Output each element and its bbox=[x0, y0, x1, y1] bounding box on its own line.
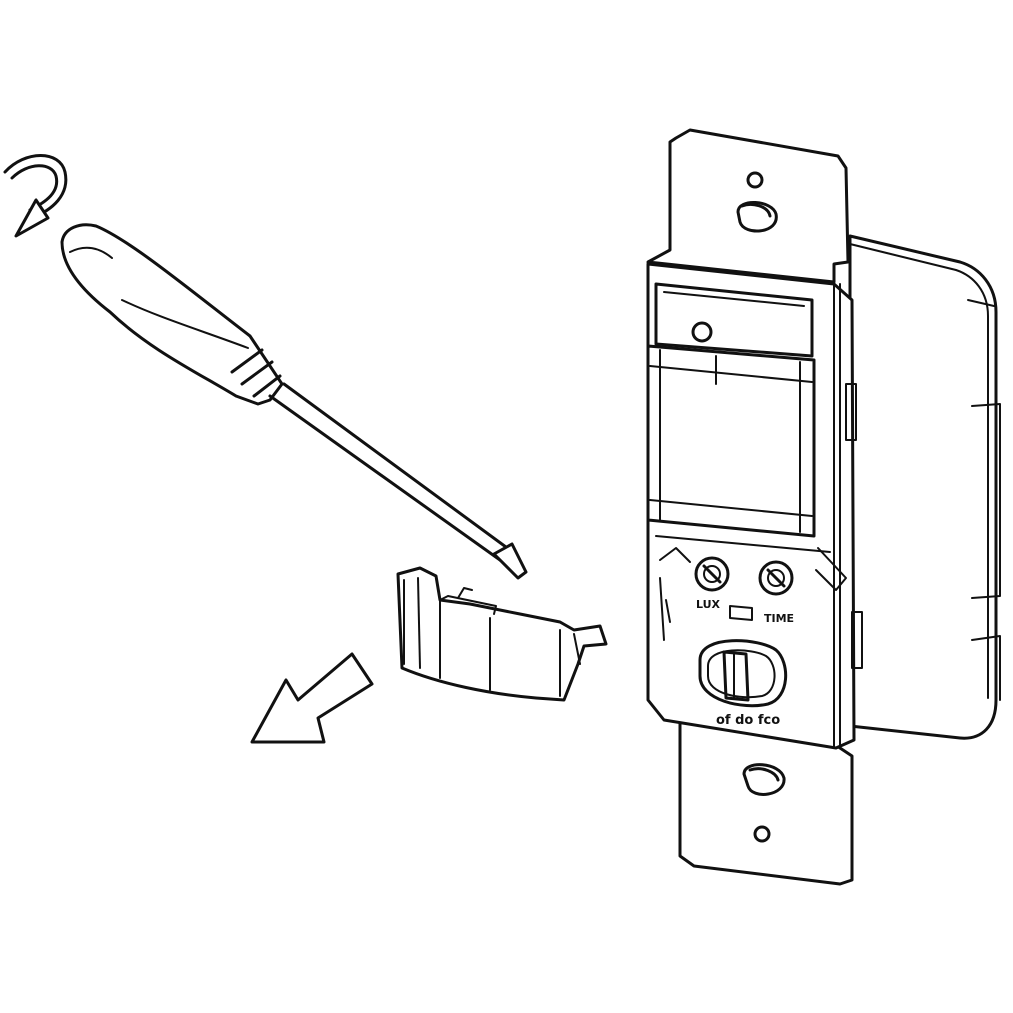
time-label: TIME bbox=[764, 612, 794, 625]
pull-out-arrow-icon bbox=[250, 652, 374, 744]
motion-sensor-switch-icon: LUX TIME of do fco bbox=[646, 128, 1001, 886]
rotation-arrow-icon bbox=[3, 154, 68, 238]
screwdriver-icon bbox=[60, 223, 528, 580]
mode-label: of do fco bbox=[716, 713, 780, 728]
removed-cover-icon bbox=[396, 566, 608, 702]
lux-label: LUX bbox=[696, 598, 721, 611]
